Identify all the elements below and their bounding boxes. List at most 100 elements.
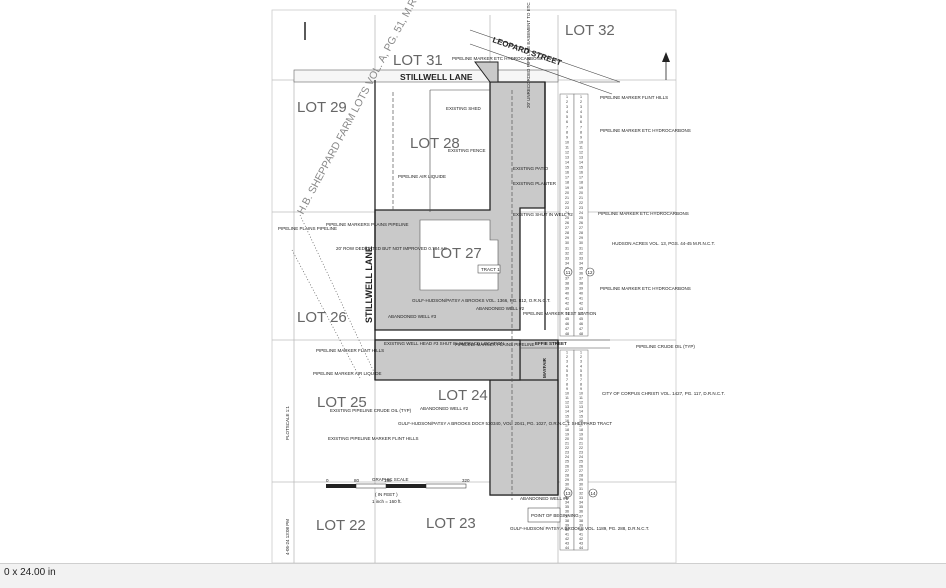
lot-row-number: 19 [579, 432, 583, 436]
lot-row-number: 30 [579, 482, 583, 486]
lot-row-number: 10 [565, 392, 569, 396]
lot-row-number: 26 [579, 221, 583, 225]
lot-row-number: 2 [580, 100, 582, 104]
lot-row-number: 24 [579, 455, 583, 459]
gulf-hudson-1-label: GULF-HUDSON/PATSY A BROOKS VOL. 1366, PG… [412, 298, 551, 303]
lot-row-number: 4 [566, 110, 568, 114]
lot-row-number: 41 [565, 297, 569, 301]
lot-row-number: 38 [565, 282, 569, 286]
lot-row-number: 2 [580, 355, 582, 359]
lot-row-number: 46 [579, 322, 583, 326]
lot-row-number: 23 [579, 451, 583, 455]
lot-row-number: 19 [565, 432, 569, 436]
lot-row-number: 6 [566, 373, 568, 377]
status-bar: 0 x 24.00 in [0, 563, 946, 588]
lot-row-number: 31 [565, 246, 569, 250]
lot-row-number: 5 [580, 369, 582, 373]
lot-row-number: 29 [579, 236, 583, 240]
lot-row-number: 27 [579, 469, 583, 473]
lot-row-number: 32 [579, 251, 583, 255]
lot-row-number: 18 [579, 181, 583, 185]
lot-row-number: 2 [566, 100, 568, 104]
lot-row-number: 48 [565, 332, 569, 336]
lot-row-number: 38 [579, 519, 583, 523]
block-number: 14 [590, 491, 596, 496]
leopard-street [469, 29, 621, 95]
graphic-scale: GRAPHIC SCALE 0 80 160 320 ( IN FEET ) 1… [326, 477, 470, 504]
lot-row-number: 33 [565, 496, 569, 500]
lot-row-number: 5 [566, 115, 568, 119]
lot-row-number: 21 [579, 196, 583, 200]
lot-31-label: LOT 31 [393, 52, 443, 69]
lot-row-number: 47 [579, 327, 583, 331]
gulf-hudson-3-label: GULF-HUDSON/ PATSY A BROOKS VOL. 1189, P… [510, 526, 649, 531]
lot-row-number: 25 [579, 216, 583, 220]
lot-row-number: 8 [580, 130, 582, 134]
lot-row-number: 29 [565, 236, 569, 240]
lot-26-label: LOT 26 [297, 309, 347, 326]
pipeline-markers-plains-label: PIPELINE MARKERS PLAINS PIPELINE [326, 222, 409, 227]
lot-row-number: 37 [565, 277, 569, 281]
lot-row-number: 22 [579, 446, 583, 450]
plot-scale-label: PLOTSCALE 1:1 [285, 405, 290, 440]
lot-28-label: LOT 28 [410, 135, 460, 152]
lot-row-number: 44 [579, 312, 583, 316]
lot-row-number: 27 [565, 226, 569, 230]
lot-row-number: 27 [579, 226, 583, 230]
lot-row-number: 3 [566, 105, 568, 109]
lot-row-number: 37 [579, 514, 583, 518]
lot-row-number: 33 [579, 496, 583, 500]
lot-row-number: 19 [565, 186, 569, 190]
existing-fence-label: EXISTING FENCE [448, 148, 486, 153]
lot-row-number: 43 [579, 307, 583, 311]
lot-row-number: 44 [565, 546, 569, 550]
lot-row-number: 41 [579, 297, 583, 301]
existing-pipeline-flint-label: EXISTING PIPELINE MARKER FLINT HILLS [328, 436, 418, 441]
lot-row-number: 24 [579, 211, 583, 215]
point-of-beginning-box [527, 507, 561, 523]
lot-row-number: 43 [565, 307, 569, 311]
lot-row-number: 15 [579, 414, 583, 418]
block-number: 11 [566, 270, 571, 275]
lot-row-number: 39 [565, 287, 569, 291]
abandoned-well-5-label: ABANDONED WELL #5 [520, 496, 569, 501]
pipeline-flint-hills-label: PIPELINE MARKER FLINT HILLS [600, 95, 668, 100]
lot-row-number: 1 [580, 95, 582, 99]
scale-tick-80: 80 [354, 478, 360, 483]
hudson-acres-label: HUDSON ACRES VOL. 13, PGS. 44-45 M.R.N.C… [612, 241, 715, 246]
lot-row-number: 31 [579, 487, 583, 491]
lot-row-number: 23 [579, 206, 583, 210]
lot-row-number: 30 [565, 241, 569, 245]
lot-row-number: 6 [580, 373, 582, 377]
lot-23-label: LOT 23 [426, 515, 476, 532]
lot-row-number: 35 [579, 505, 583, 509]
lot-row-number: 31 [579, 246, 583, 250]
lot-row-number: 5 [566, 369, 568, 373]
lot-row-number: 14 [579, 161, 583, 165]
lot-row-number: 7 [580, 125, 582, 129]
pipeline-marker-etc-mid-label: PIPELINE MARKER ETC HYDROCARBONS [600, 128, 691, 133]
pipeline-marker-plains-label: PIPELINE MARKER PLAINS PIPELINE [455, 342, 535, 347]
lot-row-number: 7 [566, 378, 568, 382]
graphic-scale-title: GRAPHIC SCALE [372, 477, 409, 482]
lot-row-number: 20 [579, 191, 583, 195]
lot-row-number: 28 [579, 473, 583, 477]
lot-row-number: 28 [565, 473, 569, 477]
lot-row-number: 15 [565, 166, 569, 170]
lot-row-number: 38 [565, 519, 569, 523]
lot-row-number: 18 [565, 428, 569, 432]
tract-1-label: TRACT 1 [481, 267, 500, 272]
lot-row-number: 13 [565, 156, 569, 160]
lot-row-number: 11 [579, 396, 583, 400]
lot-row-number: 37 [565, 514, 569, 518]
lot-row-number: 16 [579, 171, 583, 175]
lot-row-number: 22 [565, 446, 569, 450]
lot-row-number: 20 [565, 191, 569, 195]
lot-row-number: 19 [579, 186, 583, 190]
lot-row-number: 28 [565, 231, 569, 235]
hudson-acres-strip [520, 81, 620, 551]
existing-patio-label: EXISTING PATIO [513, 166, 549, 171]
lot-row-number: 38 [579, 282, 583, 286]
